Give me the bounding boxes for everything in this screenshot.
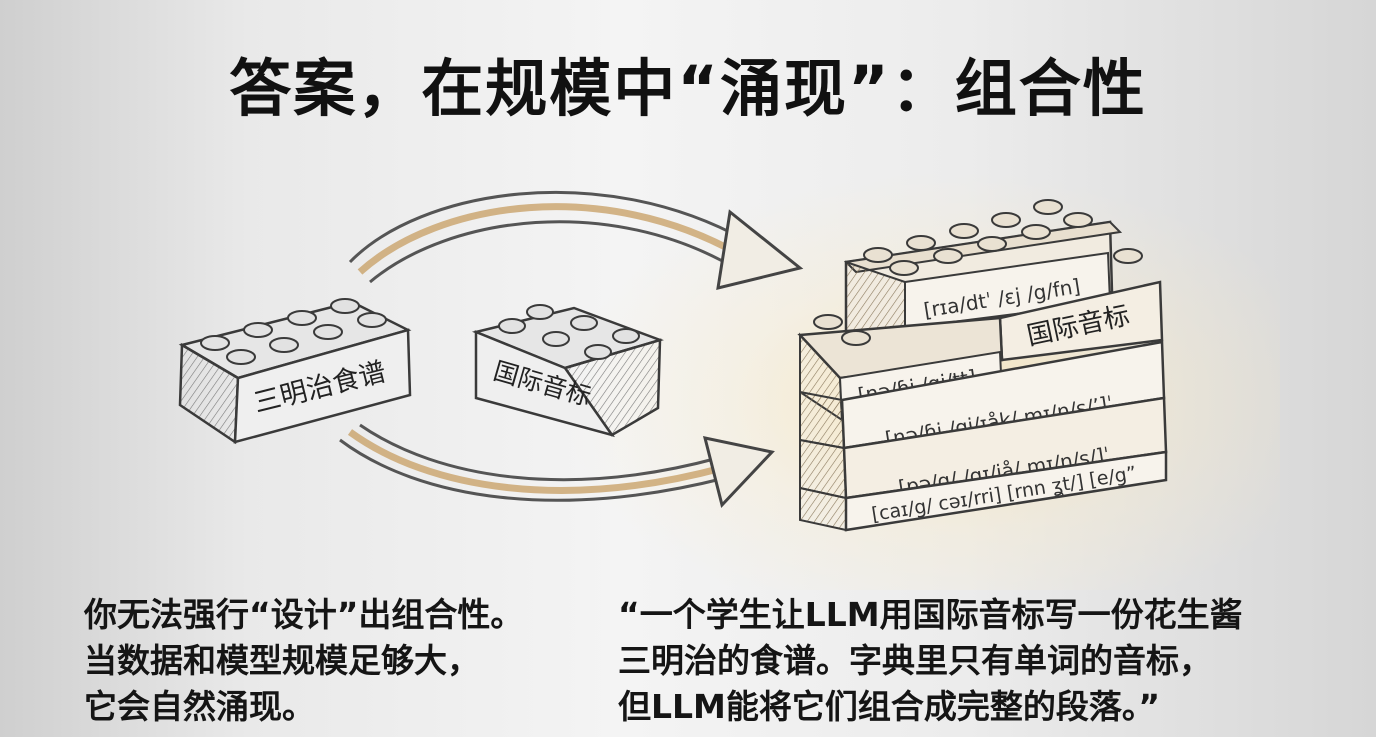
upper-arrow (348, 190, 804, 290)
caption-right-quote: “一个学生让LLM用国际音标写一份花生酱 三明治的食谱。字典里只有单词的音标， … (618, 592, 1338, 730)
page-title: 答案，在规模中“涌现”：组合性 (229, 52, 1147, 125)
brick-sandwich-recipe: 三明治食谱 (178, 298, 412, 445)
caption-left: 你无法强行“设计”出组合性。 当数据和模型规模足够大， 它会自然涌现。 (84, 592, 624, 730)
caption-right-line: 但LLM能将它们组合成完整的段落。” (618, 687, 1161, 726)
caption-left-line: 当数据和模型规模足够大， (84, 641, 480, 680)
caption-right-line: “一个学生让LLM用国际音标写一份花生酱 (618, 595, 1243, 634)
brick-ipa: 国际音标 (471, 304, 664, 438)
caption-right-line: 三明治的食谱。字典里只有单词的音标， (618, 641, 1212, 680)
lower-arrow (339, 423, 775, 509)
caption-left-line: 它会自然涌现。 (84, 687, 315, 726)
caption-left-line: 你无法强行“设计”出组合性。 (84, 595, 524, 634)
brick-wall: [rɪa/dtˈ /ɛj /g/fn] 国际音标 [nə/ɦj /gi/tt] … (797, 199, 1168, 532)
